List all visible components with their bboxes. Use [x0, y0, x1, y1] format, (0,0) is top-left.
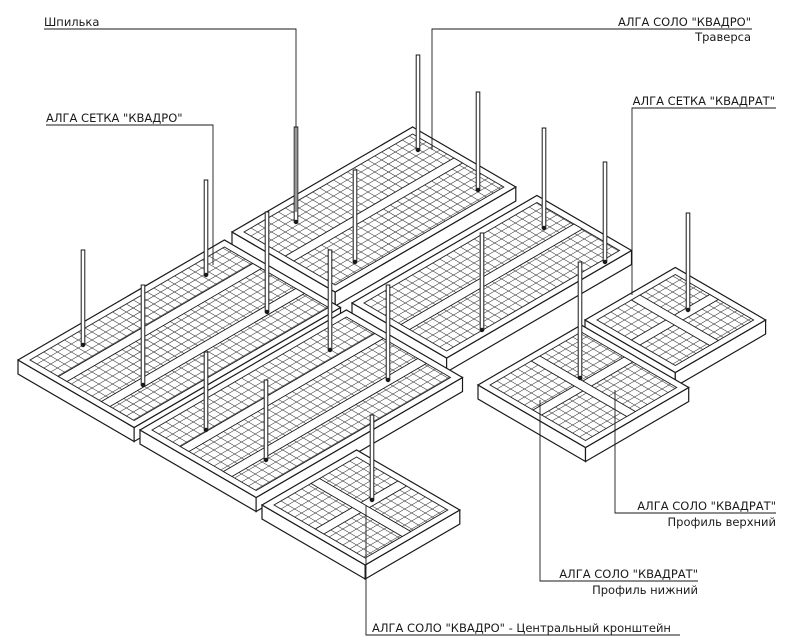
setka-kvadro-left-top [16, 239, 342, 429]
stud-8 [264, 211, 270, 315]
setka-kvadrat-right [350, 194, 633, 374]
stud-10 [80, 249, 86, 348]
stud-17 [369, 414, 375, 503]
solo-kvadrat-lower-profile-1 [530, 355, 637, 418]
label-setka-kvadrat: АЛГА СЕТКА "КВАДРАТ" [632, 94, 775, 108]
stud-6 [352, 169, 358, 265]
stud-7 [203, 179, 209, 278]
stud-4 [685, 212, 691, 313]
leader-central-bracket [365, 505, 680, 636]
leader-solo-kvadrat-top [614, 390, 776, 514]
leader-stud [44, 28, 297, 212]
setka-kvadro-mid-rim [151, 316, 452, 492]
setka-kvadrat-right-traverse-0 [400, 223, 584, 331]
setka-kvadro-mid-traverse-0 [179, 332, 385, 453]
solo-kvadro-bracket [260, 449, 461, 581]
label-solo-kvadro: АЛГА СОЛО "КВАДРО" [618, 15, 751, 29]
label-central-bracket: АЛГА СОЛО "КВАДРО" - Центральный кронште… [372, 621, 671, 635]
setka-kvadro-back [230, 126, 517, 308]
setka-kvadro-left-mesh [30, 247, 328, 421]
stud-11 [140, 284, 146, 388]
stud-16 [577, 261, 583, 381]
label-profile-top: Профиль верхний [667, 515, 777, 529]
label-solo-kvadrat-top: АЛГА СОЛО "КВАДРАТ" [637, 499, 776, 513]
setka-kvadro-left-traverse-1 [100, 287, 306, 408]
stud-0 [415, 54, 421, 153]
setka-kvadro-mid-top [138, 309, 464, 499]
stud-2 [541, 127, 547, 231]
stud-14 [263, 379, 269, 463]
solo-kvadrat-upper-profile-1 [630, 294, 720, 347]
leader-setka-kvadro [46, 124, 214, 265]
leader-solo-kvadrat-bottom [539, 400, 698, 582]
solo-kvadro-bracket-profile-1 [310, 477, 412, 538]
label-profile-bottom: Профиль нижний [592, 583, 698, 597]
label-solo-kvadrat-bottom: АЛГА СОЛО "КВАДРАТ" [559, 567, 698, 581]
label-setka-kvadro: АЛГА СЕТКА "КВАДРО" [46, 111, 183, 125]
setka-kvadro-mid [138, 309, 464, 513]
stud-1 [475, 91, 481, 193]
label-traverse: Траверса [695, 30, 751, 44]
setka-kvadro-mid-traverse-1 [222, 357, 428, 478]
leader-setka-kvadrat [631, 107, 776, 295]
stud-9 [327, 249, 333, 353]
stud-13 [203, 351, 209, 433]
leader-solo-kvadro [431, 28, 752, 150]
setka-kvadro-back-traverse-0 [284, 157, 464, 262]
stud-15 [479, 232, 485, 333]
stud-12 [385, 284, 391, 383]
label-stud: Шпилька [44, 15, 100, 29]
solo-kvadrat-lower [476, 324, 690, 463]
setka-kvadro-left-traverse-0 [57, 262, 263, 383]
stud-3 [602, 161, 608, 265]
